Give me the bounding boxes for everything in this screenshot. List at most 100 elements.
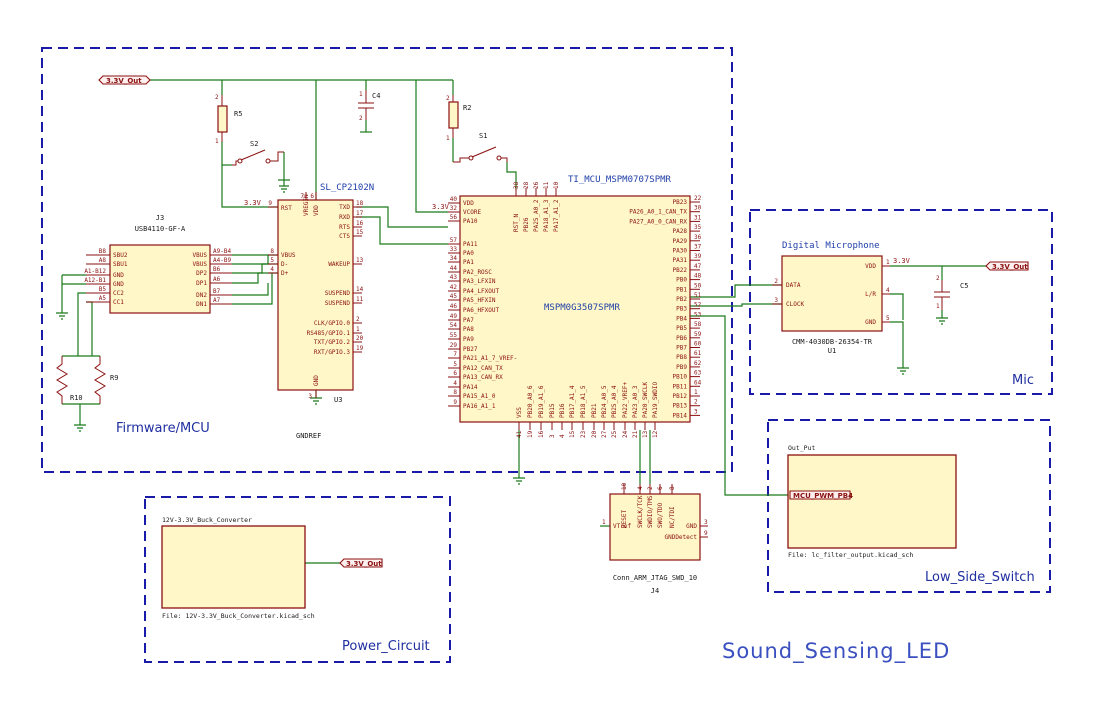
svg-text:File: 12V-3.3V_Buck_Converter.: File: 12V-3.3V_Buck_Converter.kicad_sch [162, 612, 315, 620]
u3-pin-number: 4 [270, 266, 274, 273]
mcu-pin-name: PA4_LFXOUT [463, 288, 500, 295]
mcu-pin-name: PB18_A1_5 [580, 385, 587, 418]
j3-pin-name: DN1 [196, 301, 207, 308]
sheet-buck-converter[interactable]: 12V-3.3V_Buck_Converter File: 12V-3.3V_B… [161, 516, 315, 620]
mcu-pin-number: 24 [622, 430, 629, 438]
mcu-pin-number: 29 [450, 342, 458, 349]
capacitor-c5: 2 1 C5 [934, 275, 968, 310]
j3-pin-name: DP1 [196, 280, 207, 287]
mcu-pin-name: PA30 [673, 248, 688, 255]
net-label-3v3-out-top: 3.3V_Out [98, 75, 151, 85]
mcu-pin-number: 53 [694, 311, 702, 318]
mcu-pin-name: PA17_A1_2 [553, 199, 560, 232]
svg-text:12V-3.3V_Buck_Converter: 12V-3.3V_Buck_Converter [162, 516, 252, 524]
ground-symbols [56, 180, 948, 485]
mcu-pin-name: PB21 [591, 403, 598, 418]
u3-pin-number: 17 [356, 210, 364, 217]
mic-frame [749, 209, 1053, 395]
mcu-pin-name: PA15_A1_0 [463, 393, 496, 400]
net-label-3v3-out-mic: 3.3V_Out [985, 261, 1029, 271]
mcu-pin-name: PA22_VREF+ [622, 381, 629, 418]
mcu-pin-number: 4 [559, 434, 566, 438]
svg-text:R5: R5 [234, 110, 242, 118]
mcu-pin-name: PB27 [463, 346, 478, 353]
mcu-pin-name: PB2 [676, 296, 687, 303]
mcu-pin-number: 50 [694, 282, 702, 289]
u3-pin-name: VDD [313, 205, 320, 216]
mcu-pin-number: 52 [694, 302, 702, 309]
mcu-pin-name: PA3_LFXIN [463, 278, 496, 285]
u1-pin-number: 4 [886, 287, 890, 294]
mcu-pin-name: PA9 [463, 336, 474, 343]
mcu-pin-number: 47 [694, 263, 702, 270]
j4-pin-number: 10 [621, 482, 628, 490]
mcu-pin-name: PB23 [673, 199, 688, 206]
mcu-pin-name: PA28 [673, 228, 688, 235]
mcu-pin-name: PA2_ROSC [463, 269, 492, 276]
svg-text:S2: S2 [250, 140, 258, 148]
net-label-3v3-u3: 3.3V [244, 199, 262, 207]
switch-s1: S1 [453, 132, 508, 163]
svg-text:MCU_PWM_PB4: MCU_PWM_PB4 [793, 492, 853, 500]
mcu-pin-number: 28 [523, 181, 530, 189]
mcu-pin-name: PB22 [673, 267, 688, 274]
switch-s2: S2 [232, 140, 284, 166]
sheet-out-put[interactable]: Out_Put File: lc_filter_output.kicad_sch [787, 444, 957, 559]
mcu-pin-name: PB20_A0_6 [527, 385, 534, 418]
low-side-switch-label: Low_Side_Switch [925, 570, 1035, 585]
u1-pin-number: 1 [886, 259, 890, 266]
mcu-pin-name: PA0 [463, 250, 474, 257]
mcu-pin-number: 46 [450, 303, 458, 310]
mcu-pin-number: 64 [694, 379, 702, 386]
svg-text:1: 1 [936, 303, 940, 310]
sheet-pin-mcu-pwm: MCU_PWM_PB4 [789, 490, 853, 500]
j3-pin-name: VBUS [193, 261, 208, 268]
mcu-pin-name: PB9 [676, 364, 687, 371]
svg-text:CMM-4030DB-26354-TR: CMM-4030DB-26354-TR [792, 338, 873, 346]
firmware-mcu-label: Firmware/MCU [116, 421, 210, 436]
mcu-pin-name: VCORE [463, 209, 481, 216]
j4-pin-name: VTref [613, 523, 631, 530]
u3-pin-name: VREGIN [303, 194, 310, 216]
u3-pin-name: D- [281, 261, 288, 268]
mcu-pin-name: PB15 [549, 403, 556, 418]
ic-u1-microphone: Digital Microphone CMM-4030DB-26354-TR U… [772, 241, 890, 355]
j4-pin-name: SWDIO/TMS [647, 495, 654, 528]
mcu-pin-number: 12 [652, 430, 659, 438]
j3-pin-number: A4-B9 [213, 257, 231, 264]
svg-text:S1: S1 [479, 132, 487, 140]
mcu-pin-name: PA27_A0_0_CAN_RX [629, 218, 687, 225]
schematic-title: Sound_Sensing_LED [722, 639, 950, 664]
u3-pin-number: 3 [308, 393, 312, 400]
u3-pin-number: 6 [310, 193, 314, 200]
mcu-pin-number: 54 [450, 322, 458, 329]
resistor-r2: 2 1 R2 [446, 95, 471, 142]
u1-pin-number: 3 [774, 297, 778, 304]
j3-pin-name: DN2 [196, 292, 207, 299]
svg-text:J4: J4 [651, 587, 659, 595]
mcu-pin-number: 36 [694, 234, 702, 241]
svg-text:2: 2 [936, 275, 940, 282]
mcu-pin-name: PA8 [463, 326, 474, 333]
svg-text:J3: J3 [156, 214, 164, 222]
u3-pin-number: 9 [268, 200, 272, 207]
mcu-pin-number: 10 [553, 181, 560, 189]
mcu-pin-number: 37 [694, 244, 702, 251]
mcu-pin-name: PA13_CAN_RX [463, 374, 503, 381]
mcu-pin-number: 11 [543, 181, 550, 189]
mcu-pin-name: PB0 [676, 277, 687, 284]
mcu-pin-number: 63 [694, 370, 702, 377]
mcu-pin-name: RST_N [513, 214, 520, 232]
svg-text:1: 1 [359, 91, 363, 98]
j4-pin-number: 2 [647, 486, 654, 490]
mcu-pin-name: PA20_SWCLK [642, 381, 649, 418]
svg-text:2: 2 [215, 94, 219, 101]
mcu-pin-name: PB19_A1_6 [538, 385, 545, 418]
mcu-pin-number: 35 [694, 224, 702, 231]
mcu-pin-number: 61 [694, 350, 702, 357]
mcu-pin-name: PB24_A0_5 [601, 385, 608, 418]
j3-pin-name: GND [113, 272, 124, 279]
j3-pin-number: A12-B1 [84, 277, 106, 284]
mcu-pin-number: 40 [450, 196, 458, 203]
mcu-pin-number: 55 [450, 332, 458, 339]
